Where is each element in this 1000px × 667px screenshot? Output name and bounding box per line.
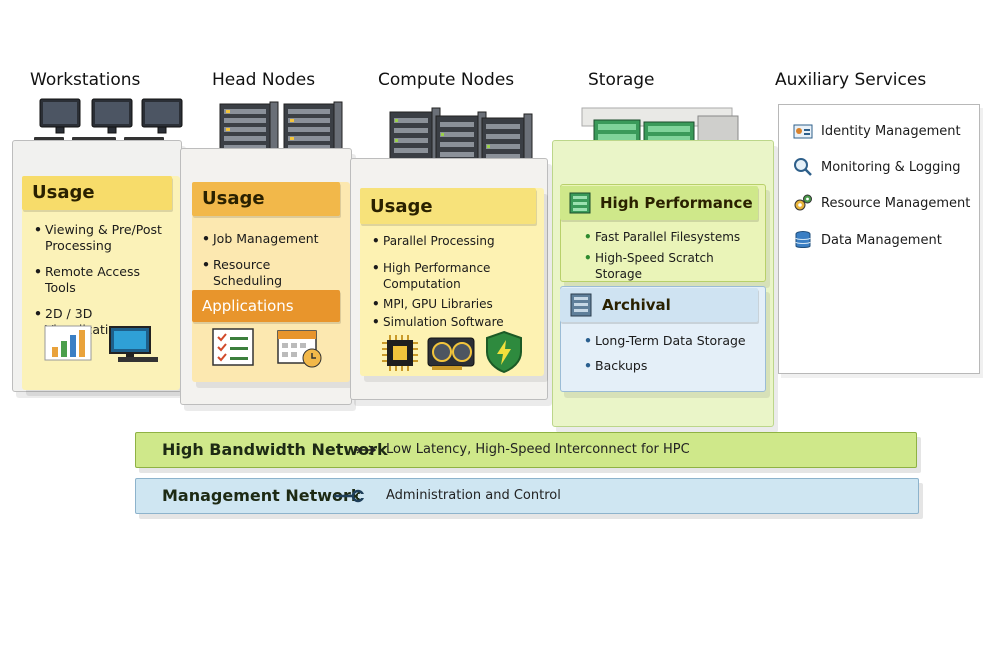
archive-storage-icon [570,293,592,317]
aux-item-label: Identity Management [821,123,961,139]
workstations-usage-title: Usage [32,182,95,203]
arrow-right-icon [355,445,377,455]
list-item: Fast Parallel Filesystems [584,229,760,245]
list-item: Backups [584,358,760,374]
bar-chart-icon [44,325,92,361]
gears-icon [794,194,812,211]
high-performance-title: High Performance [600,194,753,212]
list-item: Long-Term Data Storage [584,333,760,349]
column-title-storage: Storage [588,70,655,90]
head-nodes-usage-title: Usage [202,188,265,209]
aux-item-label: Monitoring & Logging [821,159,961,175]
workstations-usage-header: Usage [22,176,172,210]
column-title-auxiliary-services: Auxiliary Services [775,70,927,90]
id-card-icon [793,124,813,139]
archival-title: Archival [602,296,671,314]
aux-item-resource-management: Resource Management [793,192,970,214]
magnifier-icon [794,158,812,176]
list-item: Remote Access Tools [34,264,169,296]
server-rack-icon [219,101,343,157]
monitor-icon [109,326,158,362]
calendar-icon [277,330,322,368]
applications-title: Applications [202,297,294,315]
storage-green-icon [569,192,591,214]
aux-item-data-management: Data Management [793,229,942,251]
high-performance-list: Fast Parallel Filesystems High-Speed Scr… [584,229,760,292]
compute-server-icon [389,107,533,183]
list-item: MPI, GPU Libraries [372,296,540,312]
list-item: Resource Scheduling [202,257,342,289]
column-title-workstations: Workstations [30,70,141,90]
compute-usage-list: Parallel Processing High Performance Com… [372,233,540,340]
gpu-card-icon [427,337,475,370]
aux-item-label: Data Management [821,232,942,248]
list-item: Job Management [202,231,342,247]
shield-bolt-icon [486,330,522,374]
compute-usage-title: Usage [370,196,433,217]
compute-usage-header: Usage [360,188,536,224]
cpu-chip-icon [382,335,418,371]
archival-header: Archival [560,288,758,322]
network-name: High Bandwidth Network [162,440,388,459]
wrench-icon [334,489,366,503]
network-description: Low Latency, High-Speed Interconnect for… [386,442,690,457]
aux-item-monitoring-logging: Monitoring & Logging [793,156,961,178]
column-title-compute-nodes: Compute Nodes [378,70,515,90]
applications-header: Applications [192,290,340,322]
checklist-icon [212,328,254,366]
list-item: High Performance Computation [372,260,540,292]
network-description: Administration and Control [386,488,561,503]
high-performance-header: High Performance [560,186,758,220]
head-nodes-usage-header: Usage [192,182,340,216]
aux-item-label: Resource Management [821,195,971,211]
high-bandwidth-network-bar: High Bandwidth Network Low Latency, High… [135,432,917,468]
archival-list: Long-Term Data Storage Backups [584,333,760,384]
list-item: Simulation Software [372,314,540,330]
database-icon [795,231,811,248]
head-nodes-usage-list: Job Management Resource Scheduling [202,231,342,299]
column-title-head-nodes: Head Nodes [212,70,316,90]
management-network-bar: Management Network Administration and Co… [135,478,919,514]
list-item: Parallel Processing [372,233,540,249]
network-name: Management Network [162,486,362,505]
list-item: Viewing & Pre/Post Processing [34,222,169,254]
list-item: High-Speed Scratch Storage [584,250,760,282]
auxiliary-services-panel: Identity Management Monitoring & Logging… [778,104,980,374]
aux-item-identity-management: Identity Management [793,120,961,142]
